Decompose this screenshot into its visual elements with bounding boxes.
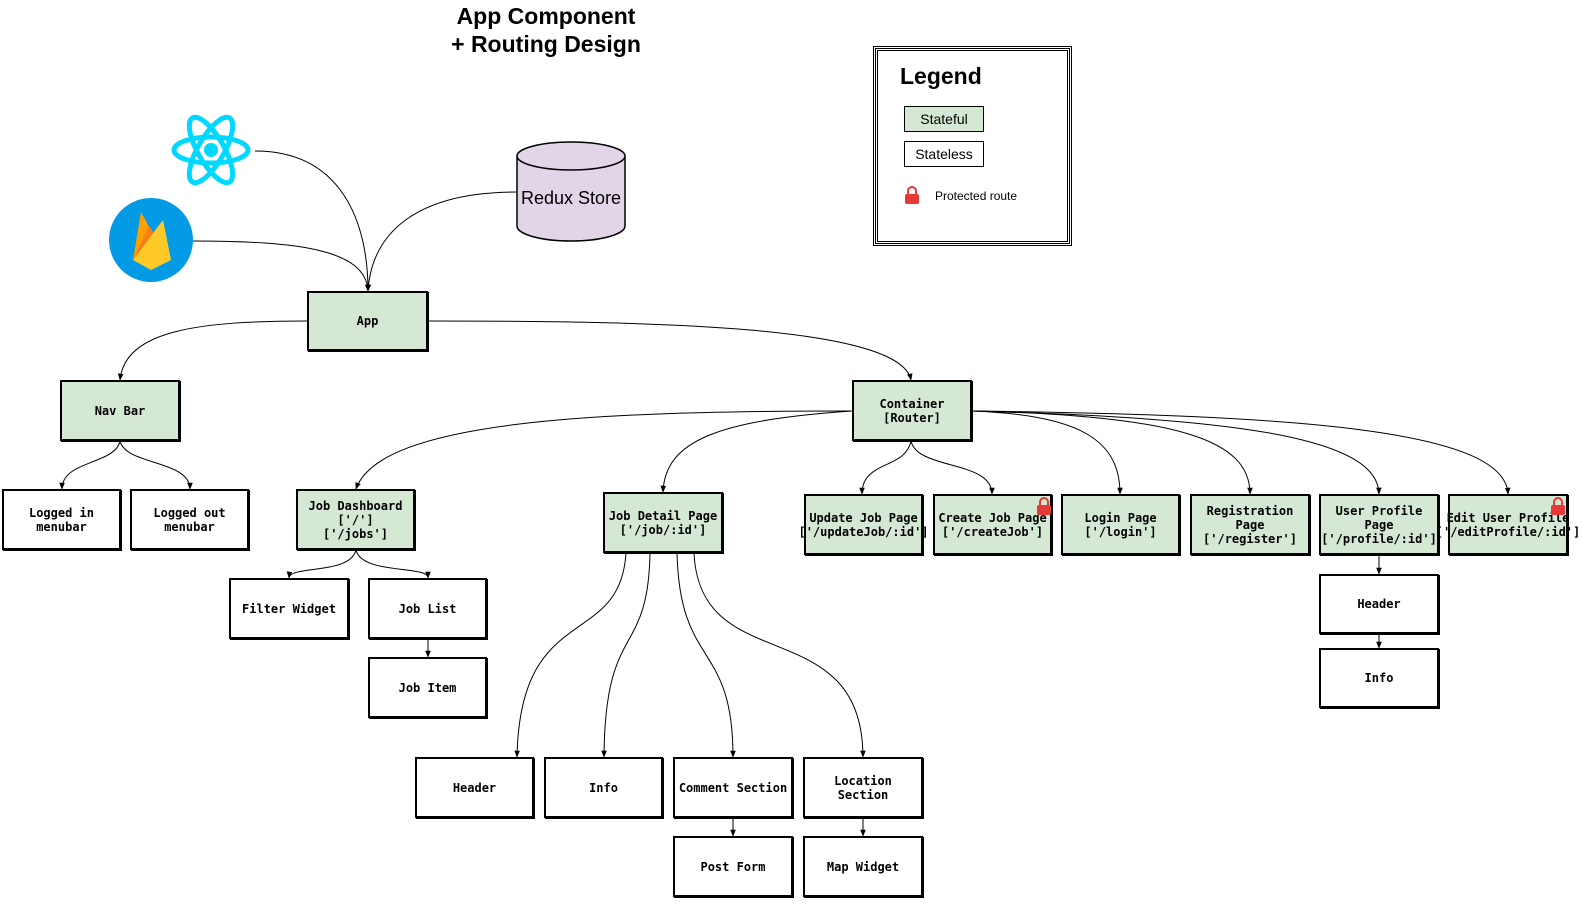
node-comment-section: Comment Section — [673, 757, 793, 818]
redux-store-cylinder — [516, 141, 626, 242]
legend-panel: Legend Stateful Stateless Protected rout… — [873, 46, 1072, 246]
node-post-form: Post Form — [673, 836, 793, 897]
node-update-job-page: Update Job Page ['/updateJob/:id'] — [798, 494, 929, 555]
edge-container-register — [971, 410, 1253, 495]
redux-store-label: Redux Store — [520, 188, 622, 208]
lock-icon — [1037, 497, 1051, 515]
edge-detail-location — [693, 552, 866, 758]
node-nav-bar: Nav Bar — [60, 380, 180, 441]
lock-icon — [905, 186, 919, 204]
node-job-detail-page: Job Detail Page ['/job/:id'] — [603, 492, 723, 553]
edge-container-editprofile — [971, 410, 1511, 495]
react-icon — [171, 114, 251, 186]
edge-navbar-loggedout — [119, 440, 193, 490]
edge-navbar-loggedin — [59, 440, 121, 490]
edge-container-login — [971, 410, 1123, 495]
node-map-widget: Map Widget — [803, 836, 923, 897]
node-app: App — [307, 291, 428, 351]
edge-detail-header — [514, 552, 627, 758]
node-profile-info: Info — [1319, 648, 1439, 708]
edge-firebase-app — [191, 240, 371, 292]
edge-redux-app — [365, 191, 517, 292]
lock-icon — [1551, 497, 1565, 515]
node-edit-user-profile: Edit User Profile ['/editProfile/:id'] — [1436, 494, 1580, 555]
edge-app-navbar — [117, 320, 308, 381]
node-job-dashboard: Job Dashboard ['/'] ['/jobs'] — [296, 489, 415, 550]
node-job-list: Job List — [368, 578, 487, 639]
node-filter-widget: Filter Widget — [229, 578, 349, 639]
node-profile-header: Header — [1319, 574, 1439, 634]
legend-protected-route-label: Protected route — [935, 189, 1018, 203]
node-job-item: Job Item — [368, 657, 487, 718]
edge-app-container — [427, 320, 913, 381]
node-logged-in-menubar: Logged in menubar — [2, 489, 121, 550]
legend-stateful-swatch: Stateful — [904, 106, 984, 132]
node-detail-header: Header — [415, 757, 534, 818]
node-user-profile-page: User Profile Page ['/profile/:id'] — [1319, 494, 1439, 555]
node-container-router: Container [Router] — [852, 380, 972, 441]
node-logged-out-menubar: Logged out menubar — [130, 489, 249, 550]
edge-container-detail — [660, 410, 853, 493]
edge-container-dashboard — [355, 410, 853, 490]
diagram-title: App Component + Routing Design — [451, 3, 641, 57]
legend-title: Legend — [900, 63, 982, 89]
edge-detail-comment — [676, 552, 736, 758]
firebase-icon — [109, 198, 193, 282]
legend-stateless-swatch: Stateless — [904, 141, 984, 167]
node-detail-info: Info — [544, 757, 663, 818]
edge-container-create — [910, 440, 995, 495]
node-registration-page: Registration Page ['/register'] — [1190, 494, 1310, 555]
edge-container-profile — [971, 410, 1382, 495]
node-create-job-page: Create Job Page ['/createJob'] — [933, 494, 1052, 555]
node-location-section: Location Section — [803, 757, 923, 818]
edge-dashboard-filter — [286, 549, 357, 579]
edge-container-update — [859, 440, 912, 495]
node-login-page: Login Page ['/login'] — [1061, 494, 1180, 555]
edge-react-app — [254, 150, 371, 292]
edge-dashboard-joblist — [355, 549, 431, 579]
edge-detail-info — [601, 552, 651, 758]
